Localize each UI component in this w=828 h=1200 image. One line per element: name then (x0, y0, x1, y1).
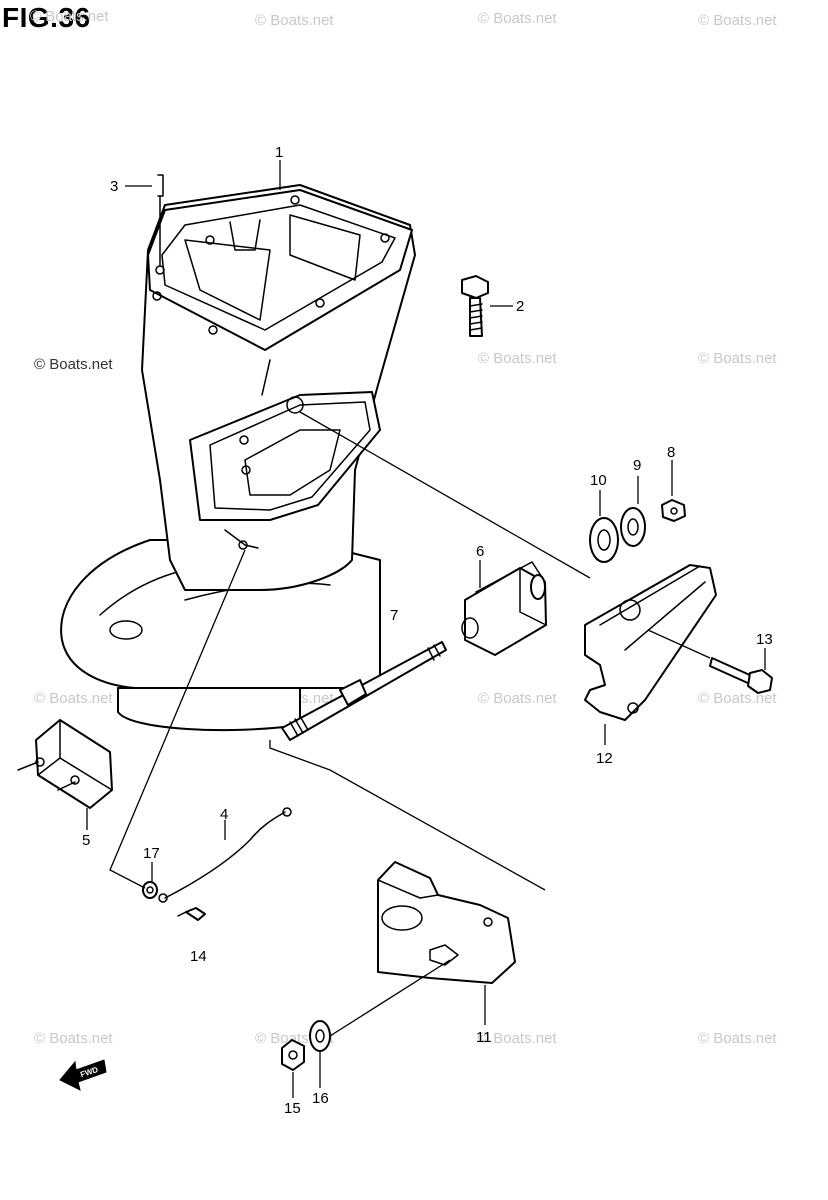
watermark: © Boats.net (255, 12, 334, 29)
lower-mount-rubber-5[interactable] (17, 719, 113, 809)
callout-14: 14 (190, 948, 207, 965)
watermark: © Boats.net (478, 1030, 557, 1047)
callout-numbers: 1 2 3 4 5 6 7 8 9 10 11 12 13 14 15 16 1… (82, 144, 773, 1117)
callout-11: 11 (476, 1029, 492, 1046)
callout-6: 6 (476, 543, 484, 560)
callout-10: 10 (590, 472, 607, 489)
watermark: © Boats.net (698, 1030, 777, 1047)
watermark: © Boats.net (698, 350, 777, 367)
nut-8[interactable] (661, 499, 686, 522)
mount-cushion-10[interactable] (589, 517, 619, 563)
callout-4: 4 (220, 806, 228, 823)
washer-16[interactable] (309, 1020, 331, 1052)
mount-cover-12[interactable] (584, 564, 717, 721)
drive-shaft-stud-7[interactable] (281, 641, 447, 741)
watermark: © Boats.net (698, 12, 777, 29)
watermark: © Boats.net (34, 356, 113, 373)
watermark: © Boats.net (478, 10, 557, 27)
watermark: © Boats.net (34, 690, 113, 707)
watermark: © Boats.net (478, 690, 557, 707)
callout-5: 5 (82, 832, 90, 849)
bolt-2[interactable] (461, 275, 489, 337)
callout-7: 7 (390, 607, 398, 624)
callout-12: 12 (596, 750, 613, 767)
bolt-13[interactable] (709, 657, 773, 694)
dowel-pin[interactable] (157, 174, 164, 266)
leader-lines (86, 160, 766, 1098)
callout-13: 13 (756, 631, 773, 648)
fwd-arrow-icon: FWD (59, 1059, 107, 1091)
callout-15: 15 (284, 1100, 301, 1117)
washer-9[interactable] (620, 507, 646, 547)
callout-8: 8 (667, 444, 675, 461)
watermark: © Boats.net (34, 1030, 113, 1047)
drive-shaft-housing[interactable] (60, 184, 416, 732)
callout-17: 17 (143, 845, 160, 862)
nut-15[interactable] (281, 1039, 305, 1071)
lower-mount-bracket-11[interactable] (377, 861, 516, 984)
callout-1: 1 (275, 144, 283, 161)
screw-14[interactable] (177, 907, 206, 921)
ground-wire-4[interactable] (158, 807, 292, 903)
callout-3: 3 (110, 178, 118, 195)
mount-rubber-6[interactable] (461, 561, 547, 656)
callout-16: 16 (312, 1090, 329, 1107)
watermark: © Boats.net (478, 350, 557, 367)
washer-17[interactable] (142, 881, 158, 899)
figure-title: FIG.36 (2, 2, 91, 33)
watermark: © Boats.net (698, 690, 777, 707)
watermark: © Boats.net (30, 8, 109, 25)
callout-2: 2 (516, 298, 524, 315)
callout-9: 9 (633, 457, 641, 474)
